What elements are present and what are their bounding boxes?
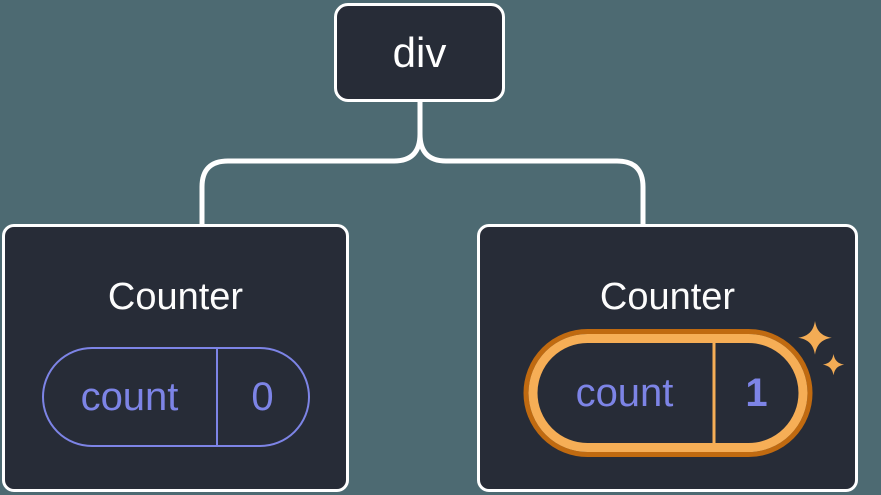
state-key: count xyxy=(44,349,218,445)
sparkles-icon xyxy=(798,321,845,376)
sparkle-small xyxy=(822,354,845,376)
component-title: Counter xyxy=(599,276,736,318)
root-element-label: div xyxy=(392,28,447,76)
component-card-counter-left: Counter count 0 xyxy=(2,224,349,492)
root-element-node: div xyxy=(334,3,505,102)
connector-left-branch xyxy=(199,101,423,225)
state-value: 0 xyxy=(251,374,274,419)
state-pill: count 0 xyxy=(41,347,310,447)
component-card-counter-right: Counter count 1 xyxy=(477,224,858,492)
component-title: Counter xyxy=(107,276,244,318)
state-value: 1 xyxy=(745,370,768,415)
state-pill-highlight-ring: count 1 xyxy=(523,329,812,457)
sparkle-large xyxy=(798,321,832,355)
state-key: count xyxy=(537,343,715,443)
state-pill-highlighted: count 1 xyxy=(528,334,807,452)
connector-right-branch xyxy=(417,101,646,225)
